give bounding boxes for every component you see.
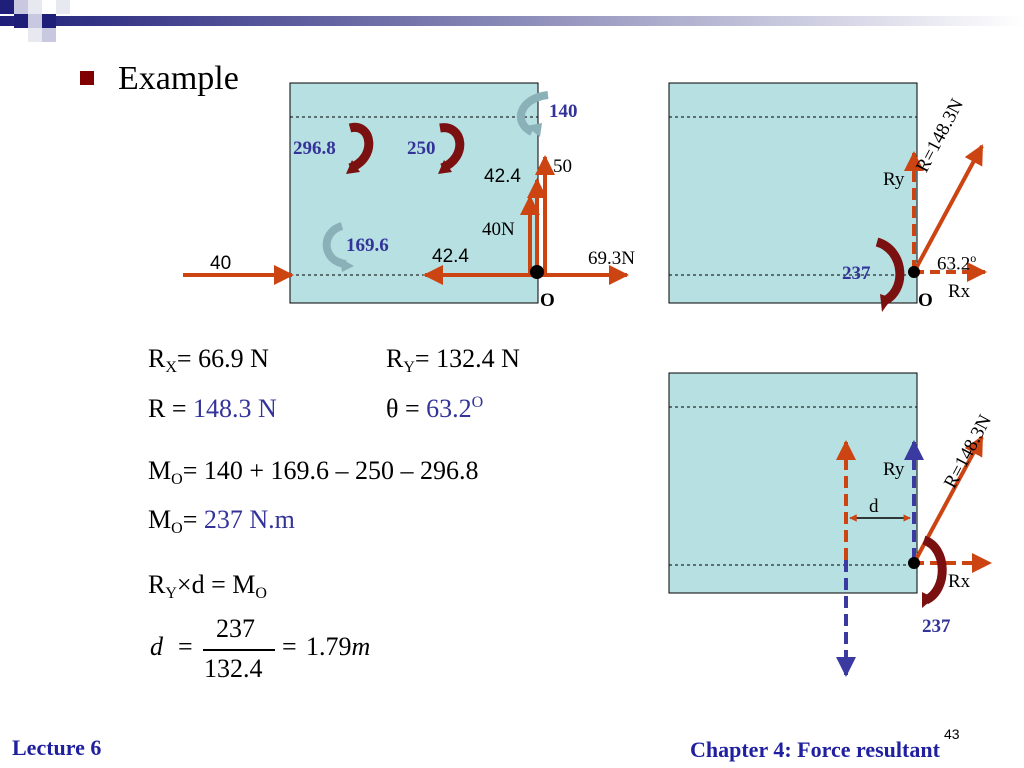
label-moment-250: 250 [407,138,436,159]
label-origin-2: O [918,290,933,311]
label-moment-296: 296.8 [293,138,336,159]
page-number: 43 [944,726,960,742]
label-rx-3: Rx [948,571,971,592]
label-ry-3: Ry [883,459,905,480]
label-42-vertical: 42.4 [484,166,521,187]
label-42-horizontal: 42.4 [432,246,469,267]
eq-r: R = 148.3 N [148,394,277,423]
moment-237-icon-3 [921,535,947,605]
moment-296-icon [348,122,374,173]
origin-point-3 [908,557,920,569]
resultant-arrow-2 [912,144,984,273]
origin-point-2 [908,266,920,278]
header-decoration [0,0,1024,42]
panel1-box [289,82,539,304]
bullet-square-icon [80,71,94,86]
slide-title: Example [80,60,239,98]
eq-theta: θ = 63.2O [386,394,484,423]
moment-250-icon [439,123,465,173]
label-rx-2: Rx [948,281,971,302]
footer-chapter: Chapter 4: Force resultant [690,737,940,762]
label-angle: 63.2o [937,251,977,275]
label-moment-169: 169.6 [346,235,389,256]
label-force-50: 50 [553,156,572,177]
footer-lecture: Lecture 6 [12,735,102,760]
label-force-69: 69.3N [588,248,635,269]
panel3-box [668,372,918,594]
label-origin-1: O [540,290,555,311]
eq-rx: RX= 66.9 N [148,344,269,376]
label-moment-140: 140 [549,101,578,122]
eq-d-numerator: 237 [216,614,255,643]
eq-d-eq2: = [282,632,297,661]
label-ry-2: Ry [883,169,905,190]
label-force-40: 40 [210,253,232,274]
fraction-bar [203,649,275,651]
eq-mo-result: MO= 237 N.m [148,505,295,537]
label-moment-237-3: 237 [922,616,951,637]
eq-ry: RY= 132.4 N [386,344,520,376]
moment-169-icon [322,222,347,268]
eq-d-denominator: 132.4 [204,654,263,683]
eq-d-eq1: = [178,632,193,661]
eq-ryd: RY×d = MO [148,570,267,602]
eq-d-result: 1.79m [306,632,371,661]
diagram1 [183,82,629,304]
eq-mo-sum: MO= 140 + 169.6 – 250 – 296.8 [148,456,479,488]
panel2-box [668,82,918,304]
moment-140-icon [517,91,549,136]
eq-d-lhs: d [150,632,163,661]
origin-point-1 [530,265,544,279]
label-force-40N: 40N [482,219,515,240]
label-distance: d [869,496,879,517]
label-moment-237-2: 237 [842,263,871,284]
diagram2 [668,82,987,312]
diagram3 [668,372,992,677]
